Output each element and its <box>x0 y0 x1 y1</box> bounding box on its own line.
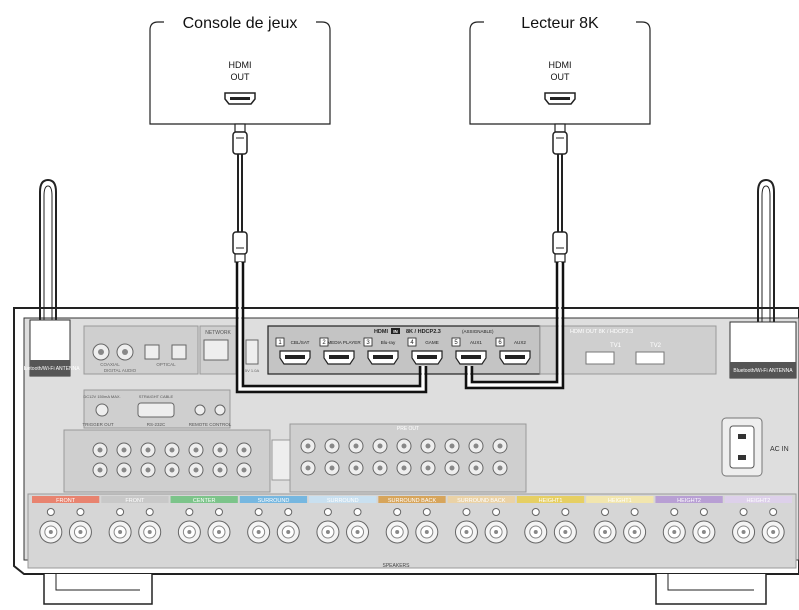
digital-audio-section: COAXIAL OPTICAL DIGITAL AUDIO NETWORK 5V… <box>83 325 260 375</box>
foot-left <box>43 574 153 605</box>
hdmi-input-number-box <box>275 337 285 347</box>
device-port-label-right: HDMI <box>549 60 572 70</box>
device-game-console: Console de jeux HDMI OUT <box>149 15 331 125</box>
hdmi-input-number: 4 <box>410 340 414 346</box>
hdmi-header: HDMI <box>374 329 389 335</box>
speaker-group-label: HEIGHT2 <box>746 498 770 504</box>
hdmi-input-number: 5 <box>454 340 458 346</box>
antenna-right-label: Bluetooth/Wi-Fi ANTENNA <box>733 368 793 374</box>
hdmi-out-tv2: TV2 <box>650 343 662 349</box>
hdmi-input-label: AUX1 <box>470 340 482 345</box>
ac-in-label: AC IN <box>770 446 789 453</box>
antenna-left-label: Bluetooth/Wi-Fi ANTENNA <box>20 366 80 372</box>
speaker-group-header <box>447 496 515 503</box>
speaker-group-header <box>309 496 377 503</box>
speaker-group-label: FRONT <box>125 498 145 504</box>
hdmi-out-header: HDMI OUT 8K / HDCP2.3 <box>570 329 633 335</box>
speaker-group-header <box>239 496 308 503</box>
speaker-group-header <box>32 496 100 503</box>
speaker-group-label: HEIGHT1 <box>539 498 563 504</box>
hdmi-assignable: (ASSIGNABLE) <box>462 329 494 334</box>
hdmi-input-number: 2 <box>322 340 326 346</box>
speaker-group-header <box>170 496 238 503</box>
coaxial-label: COAXIAL <box>100 362 120 367</box>
hdmi-cable-right <box>464 123 568 390</box>
antenna-left: Bluetooth/Wi-Fi ANTENNA <box>20 178 80 377</box>
control-section: DC12V 150mA MAX. STRAIGHT CABLE TRIGGER … <box>82 389 232 429</box>
rs232c-label: RS-232C <box>147 422 166 427</box>
device-title-right: Lecteur 8K <box>521 15 599 32</box>
hdmi-input-label: AUX2 <box>514 340 526 345</box>
optical-label: OPTICAL <box>156 362 176 367</box>
straight-cable-label: STRAIGHT CABLE <box>139 394 174 399</box>
speaker-group-label: SURROUND BACK <box>388 498 437 504</box>
speaker-group-label: HEIGHT1 <box>608 498 632 504</box>
hdmi-input-number: 1 <box>278 340 282 346</box>
hdmi-spec: 8K / HDCP2.3 <box>406 329 441 335</box>
hdmi-input-label: MEDIA PLAYER <box>327 340 361 345</box>
hdmi-in-badge: IN <box>393 329 398 334</box>
ac-in-section: AC IN <box>721 417 789 477</box>
hdmi-input-block: HDMI IN 8K / HDCP2.3 (ASSIGNABLE) 1 CBL/S… <box>267 325 541 375</box>
hdmi-input-label: CBL/SAT <box>291 340 310 345</box>
device-port-label-out-right: OUT <box>551 72 571 82</box>
usb-label: 5V 1.0A <box>245 368 260 373</box>
speaker-group-label: SURROUND <box>258 498 290 504</box>
hdmi-input-number-box <box>363 337 373 347</box>
speaker-group-header <box>101 496 169 503</box>
speaker-section: FRONT FRONT CENTER SURROUND SURROUND SURROUND… <box>27 493 797 569</box>
hdmi-input-number-box <box>495 337 505 347</box>
network-label: NETWORK <box>205 330 231 336</box>
hdmi-input-label: Blu-ray <box>381 340 396 345</box>
device-port-label-out-left: OUT <box>231 72 251 82</box>
speaker-group-label: SURROUND <box>327 498 359 504</box>
speaker-group-label: FRONT <box>56 498 76 504</box>
speaker-group-label: CENTER <box>193 498 216 504</box>
speakers-label: SPEAKERS <box>383 563 411 569</box>
hdmi-cable-left <box>232 123 428 394</box>
hdmi-input-number-box <box>451 337 461 347</box>
dc-out-label: DC12V 150mA MAX. <box>83 394 120 399</box>
hdmi-out-tv1: TV1 <box>610 343 622 349</box>
speaker-group-label: HEIGHT2 <box>677 498 701 504</box>
hdmi-input-number-box <box>407 337 417 347</box>
speaker-group-header <box>655 496 723 503</box>
hdmi-input-number-box <box>319 337 329 347</box>
device-8k-player: Lecteur 8K HDMI OUT <box>469 15 651 125</box>
speaker-group-header <box>724 496 792 503</box>
trigger-out-label: TRIGGER OUT <box>82 422 114 427</box>
speaker-group-header <box>516 496 585 503</box>
hdmi-input-label: GAME <box>425 340 439 345</box>
speaker-group-header <box>378 496 446 503</box>
pre-out-label: PRE OUT <box>397 426 419 432</box>
hdmi-output-block: HDMI OUT 8K / HDCP2.3 TV1 TV2 <box>539 325 717 375</box>
pre-out-section: PRE OUT <box>289 423 527 493</box>
remote-control-label: REMOTE CONTROL <box>189 422 232 427</box>
device-port-label-left: HDMI <box>229 60 252 70</box>
digital-audio-label: DIGITAL AUDIO <box>104 368 137 373</box>
hdmi-input-number: 3 <box>366 340 370 346</box>
antenna-right: Bluetooth/Wi-Fi ANTENNA <box>729 178 797 379</box>
analog-audio-section <box>63 429 291 493</box>
speaker-group-header <box>586 496 654 503</box>
speaker-group-label: SURROUND BACK <box>457 498 506 504</box>
hdmi-input-number: 6 <box>498 340 502 346</box>
foot-right <box>655 574 767 605</box>
device-title-left: Console de jeux <box>183 15 298 32</box>
